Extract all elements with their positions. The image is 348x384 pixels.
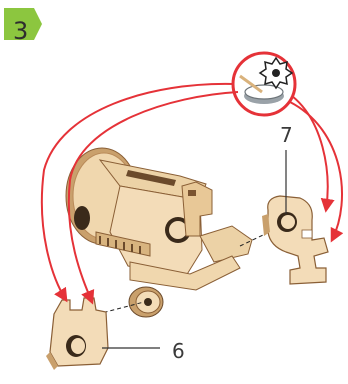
glue-dish-icon: [233, 53, 295, 115]
part-7-piece: [262, 196, 328, 284]
part-6-piece: [46, 298, 108, 370]
arrow-glue-to-part7-a: [292, 96, 328, 210]
chassis-assembly: [66, 148, 252, 317]
callout-part-6: 6: [172, 340, 185, 362]
callout-part-7: 7: [280, 124, 293, 146]
